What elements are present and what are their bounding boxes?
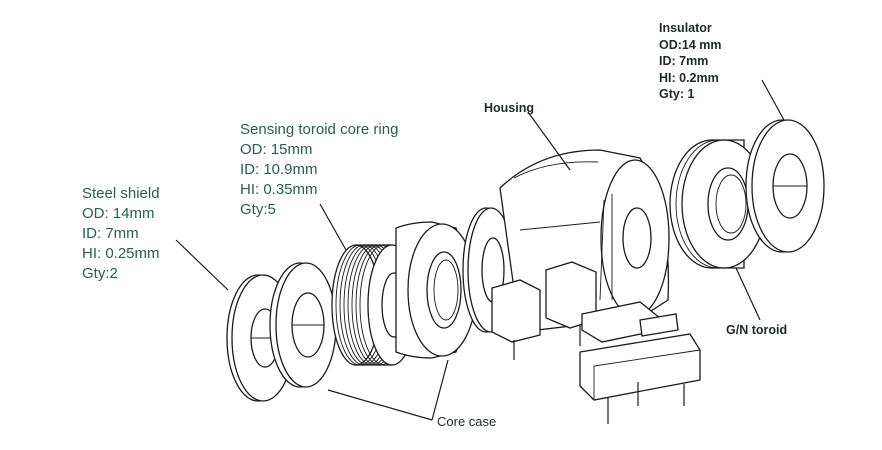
sensing-core-od: OD: 15mm bbox=[240, 141, 313, 158]
leader-sensing-core bbox=[319, 203, 347, 251]
leader-gn-toroid bbox=[735, 267, 761, 321]
leader-insulator bbox=[761, 79, 785, 121]
gn-toroid bbox=[669, 139, 767, 269]
core-case-title: Core case bbox=[437, 414, 497, 429]
leader-steel-shield bbox=[175, 239, 229, 291]
sensing-core-label: Sensing toroid core ring OD: 15mm ID: 10… bbox=[240, 122, 398, 222]
insulator-qty: Gty: 1 bbox=[659, 87, 695, 101]
steel-shield-od: OD: 14mm bbox=[82, 205, 155, 222]
core-case-left-half bbox=[395, 221, 477, 359]
core-case-label: Core case bbox=[437, 415, 496, 433]
steel-shield-title: Steel shield bbox=[82, 185, 160, 202]
steel-shield-hi: HI: 0.25mm bbox=[82, 245, 160, 262]
housing bbox=[491, 149, 701, 424]
insulator-title: Insulator bbox=[659, 21, 712, 35]
gn-toroid-label: G/N toroid bbox=[726, 324, 787, 341]
insulator-id: ID: 7mm bbox=[659, 54, 709, 68]
insulator-hi: HI: 0.2mm bbox=[659, 70, 719, 85]
steel-shield-label: Steel shield OD: 14mm ID: 7mm HI: 0.25mm… bbox=[82, 186, 160, 286]
leader-core-case-2 bbox=[431, 359, 449, 421]
gn-toroid-title: G/N toroid bbox=[726, 323, 788, 337]
housing-label: Housing bbox=[484, 102, 534, 119]
sensing-core-title: Sensing toroid core ring bbox=[240, 121, 399, 138]
insulator-washer bbox=[745, 119, 825, 253]
steel-shield-qty: Gty:2 bbox=[82, 265, 118, 282]
leader-core-case-1 bbox=[327, 389, 433, 421]
sensing-core-qty: Gty:5 bbox=[240, 201, 276, 218]
steel-shield-id: ID: 7mm bbox=[82, 225, 139, 242]
leader-housing bbox=[527, 111, 571, 171]
housing-title: Housing bbox=[484, 101, 534, 115]
insulator-od: OD:14 mm bbox=[659, 37, 722, 52]
insulator-label: Insulator OD:14 mm ID: 7mm HI: 0.2mm Gty… bbox=[659, 22, 722, 105]
sensing-core-id: ID: 10.9mm bbox=[240, 161, 318, 178]
steel-shield-washer-2 bbox=[269, 262, 337, 388]
sensing-core-hi: HI: 0.35mm bbox=[240, 181, 318, 198]
